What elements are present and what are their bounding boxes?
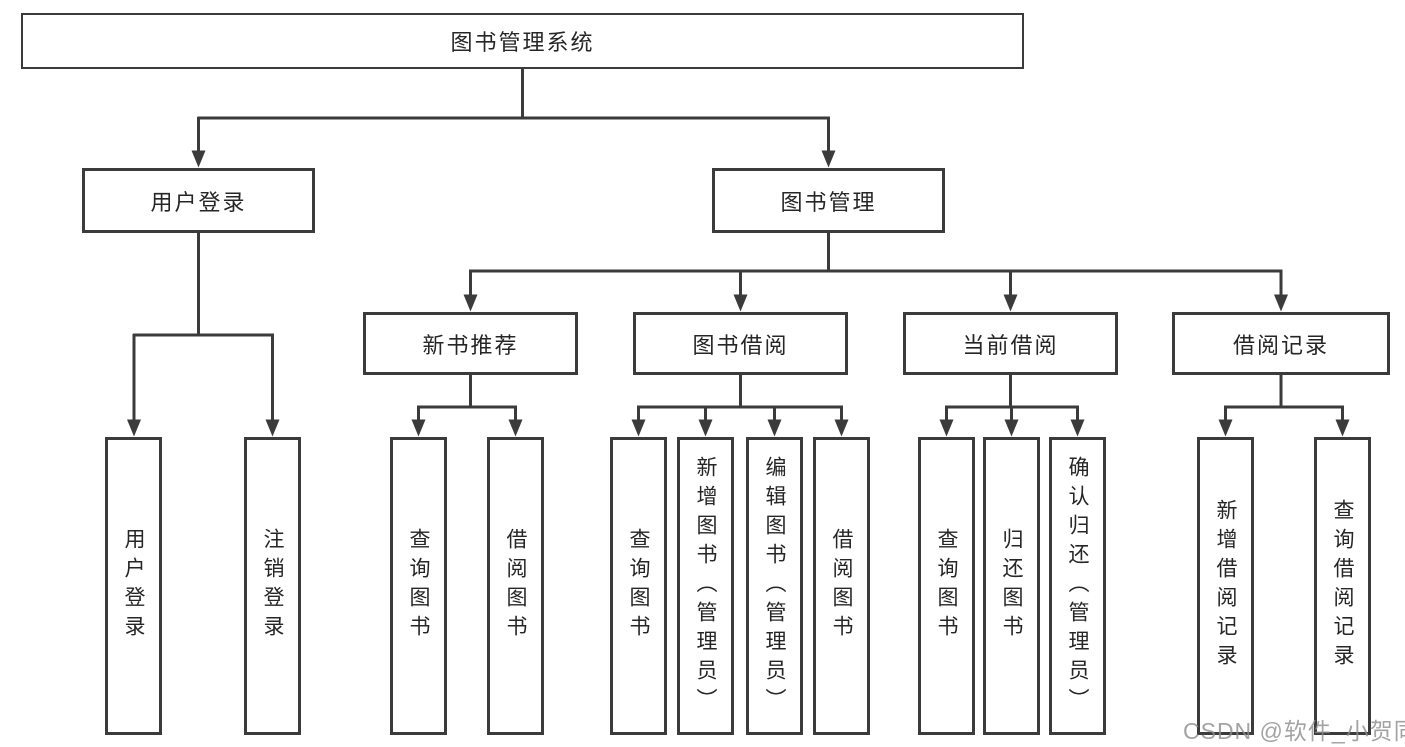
node-user-login: 用户登录 xyxy=(82,168,315,233)
leaf-current-query-book-label: 查询图书 xyxy=(935,528,958,644)
node-user-login-label: 用户登录 xyxy=(150,189,247,215)
leaf-newrec-borrow-book: 借阅图书 xyxy=(487,437,544,735)
leaf-current-confirm-return-admin: 确认归还（管理员） xyxy=(1049,437,1106,735)
leaf-borrow-query-book-label: 查询图书 xyxy=(627,528,650,644)
leaf-newrec-query-book-label: 查询图书 xyxy=(407,528,430,644)
leaf-borrow-add-book-admin-label: 新增图书（管理员） xyxy=(694,455,717,717)
csdn-watermark: CSDN @软件_小贺同学 xyxy=(1183,718,1405,744)
leaf-record-query-borrow-record-label: 查询借阅记录 xyxy=(1331,499,1354,673)
leaf-borrow-edit-book-admin-label: 编辑图书（管理员） xyxy=(763,455,786,717)
node-book-management-label: 图书管理 xyxy=(780,189,877,215)
leaf-borrow-borrow-book-label: 借阅图书 xyxy=(830,528,853,644)
leaf-current-return-book: 归还图书 xyxy=(983,437,1040,735)
leaf-logout: 注销登录 xyxy=(244,437,301,735)
node-library-system: 图书管理系统 xyxy=(21,13,1024,69)
leaf-borrow-edit-book-admin: 编辑图书（管理员） xyxy=(746,437,803,735)
leaf-current-confirm-return-admin-label: 确认归还（管理员） xyxy=(1066,455,1089,717)
leaf-user-login-label: 用户登录 xyxy=(122,528,145,644)
node-borrow-record-label: 借阅记录 xyxy=(1232,332,1329,358)
leaf-user-login: 用户登录 xyxy=(105,437,162,735)
node-book-borrow: 图书借阅 xyxy=(633,312,848,375)
node-new-book-recommend: 新书推荐 xyxy=(363,312,578,375)
node-new-book-recommend-label: 新书推荐 xyxy=(422,332,519,358)
node-current-borrow-label: 当前借阅 xyxy=(962,332,1059,358)
node-current-borrow: 当前借阅 xyxy=(903,312,1118,375)
leaf-borrow-borrow-book: 借阅图书 xyxy=(813,437,870,735)
node-book-management: 图书管理 xyxy=(712,168,945,233)
arrowheads xyxy=(127,150,1350,437)
leaf-record-add-borrow-record: 新增借阅记录 xyxy=(1197,437,1254,735)
node-book-borrow-label: 图书借阅 xyxy=(692,332,789,358)
leaf-newrec-query-book: 查询图书 xyxy=(390,437,447,735)
node-borrow-record: 借阅记录 xyxy=(1172,312,1390,375)
leaf-newrec-borrow-book-label: 借阅图书 xyxy=(504,528,527,644)
leaf-borrow-query-book: 查询图书 xyxy=(610,437,667,735)
leaf-current-query-book: 查询图书 xyxy=(918,437,975,735)
leaf-current-return-book-label: 归还图书 xyxy=(1000,528,1023,644)
node-library-system-label: 图书管理系统 xyxy=(450,30,595,55)
leaf-logout-label: 注销登录 xyxy=(261,528,284,644)
leaf-record-add-borrow-record-label: 新增借阅记录 xyxy=(1214,499,1237,673)
leaf-borrow-add-book-admin: 新增图书（管理员） xyxy=(677,437,734,735)
leaf-record-query-borrow-record: 查询借阅记录 xyxy=(1314,437,1371,735)
